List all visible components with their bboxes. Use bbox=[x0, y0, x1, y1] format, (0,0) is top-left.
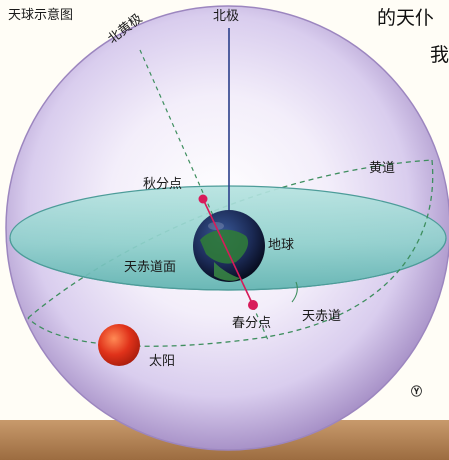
autumnal-equinox-label: 秋分点 bbox=[143, 177, 183, 192]
sun-disc bbox=[98, 324, 140, 366]
ecliptic-label: 黄道 bbox=[369, 161, 396, 176]
sun-label: 太阳 bbox=[149, 354, 176, 369]
earth-label: 地球 bbox=[268, 238, 295, 253]
publisher-logo-icon: Ⓨ bbox=[411, 385, 422, 398]
equinox-line bbox=[202, 198, 254, 306]
earth-globe bbox=[193, 210, 265, 282]
side-text-line1: 的天仆 bbox=[377, 7, 435, 29]
equator-front-rim bbox=[9, 237, 447, 291]
north-pole-label: 北极 bbox=[213, 9, 240, 24]
vernal-equinox-label: 春分点 bbox=[232, 316, 272, 331]
celestial-equator-plane-label: 天赤道面 bbox=[124, 260, 177, 275]
celestial-equator-label: 天赤道 bbox=[302, 309, 342, 324]
ecliptic-front-arc bbox=[27, 159, 434, 347]
diagram-title: 天球示意图 bbox=[8, 8, 74, 23]
obliquity-angle-arc bbox=[291, 281, 298, 303]
side-text-line2: 我 bbox=[430, 44, 449, 66]
